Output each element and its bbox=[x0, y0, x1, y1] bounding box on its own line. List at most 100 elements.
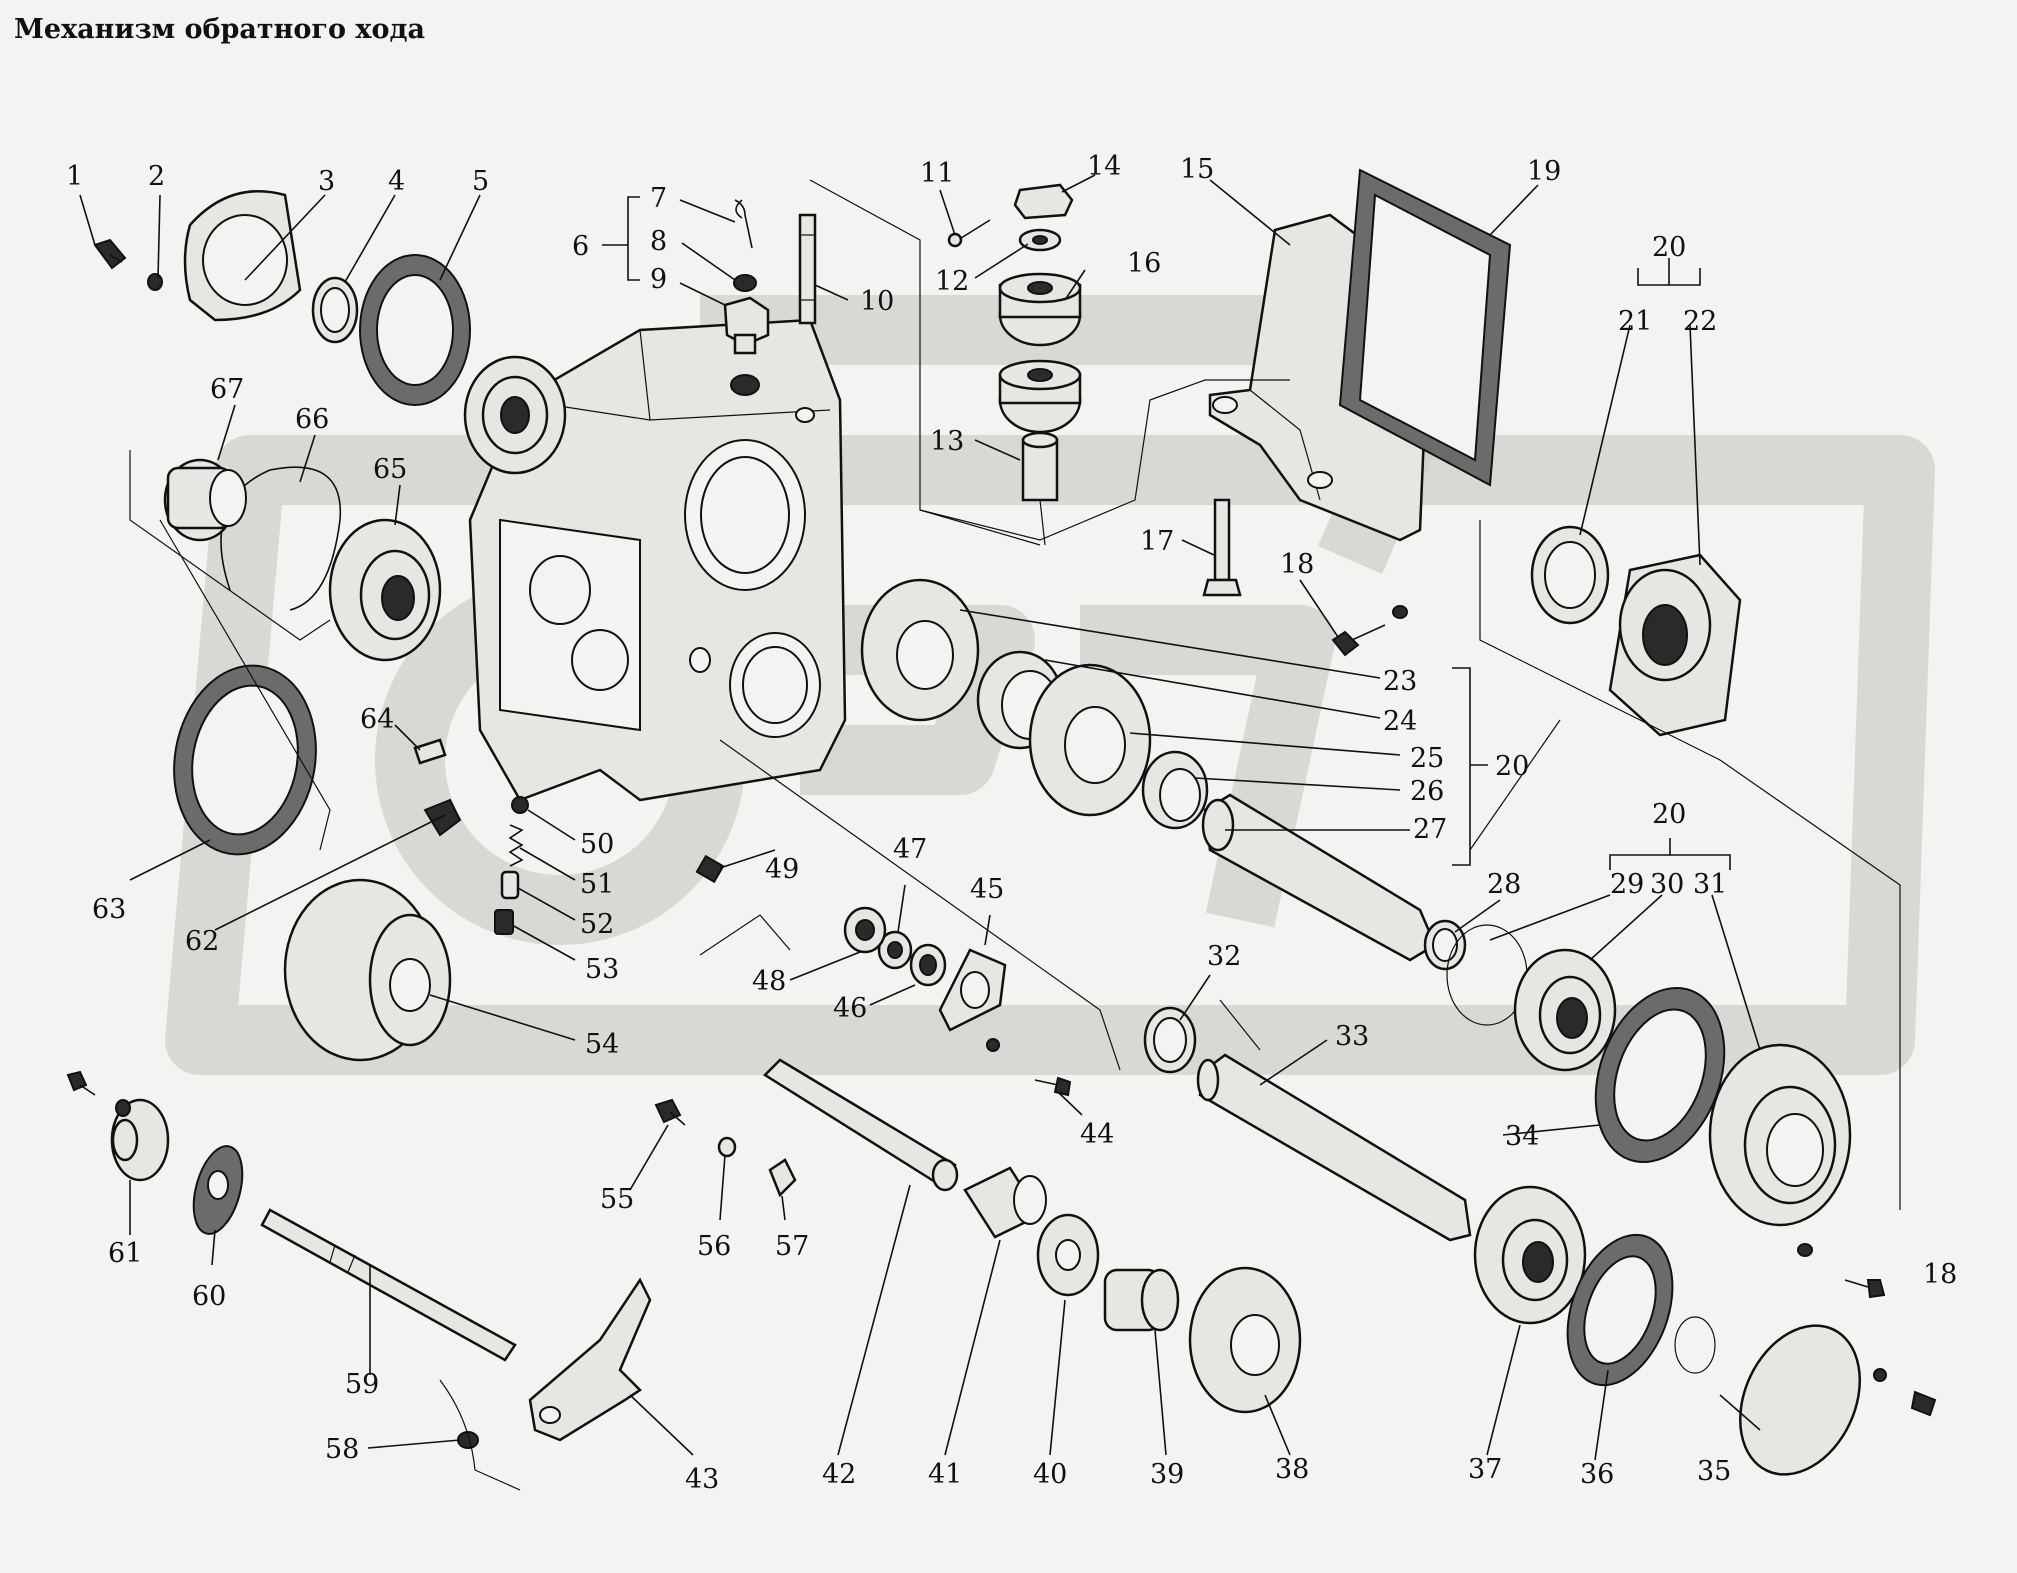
shift-fork-43-part bbox=[528, 1277, 652, 1442]
bolt-1-part bbox=[93, 238, 127, 270]
callout-61: 61 bbox=[108, 1238, 142, 1269]
callout-35: 35 bbox=[1697, 1456, 1731, 1487]
callout-31: 31 bbox=[1693, 869, 1727, 900]
rubber-mount-16-lower-part bbox=[998, 359, 1082, 434]
callout-4: 4 bbox=[388, 166, 405, 197]
callout-63: 63 bbox=[92, 894, 126, 925]
callout-57: 57 bbox=[775, 1231, 809, 1262]
seal-21-part bbox=[1530, 525, 1610, 625]
callout-56: 56 bbox=[697, 1231, 731, 1262]
sleeve-67-part bbox=[163, 458, 247, 542]
bearing-30-part bbox=[1513, 948, 1617, 1072]
callout-58: 58 bbox=[325, 1434, 359, 1465]
callout-33: 33 bbox=[1335, 1021, 1369, 1052]
callout-7: 7 bbox=[650, 183, 667, 214]
bushing-26-part bbox=[1141, 750, 1209, 830]
bushing-41-part bbox=[963, 1166, 1047, 1239]
gasket-19-part bbox=[1338, 168, 1512, 487]
callout-50: 50 bbox=[580, 829, 614, 860]
callout-8: 8 bbox=[650, 226, 667, 257]
callout-45: 45 bbox=[970, 874, 1004, 905]
snap-ring-35a-part bbox=[1674, 1316, 1716, 1374]
callout-10: 10 bbox=[860, 286, 894, 317]
callout-64: 64 bbox=[360, 704, 394, 735]
callout-22: 22 bbox=[1683, 306, 1717, 337]
washer-8-part bbox=[733, 274, 757, 292]
gasket-36-part bbox=[1566, 1233, 1674, 1387]
bearing-top-part bbox=[463, 355, 567, 475]
plug-9-part bbox=[723, 296, 770, 355]
leader-lines bbox=[79, 174, 1901, 1461]
callout-21: 21 bbox=[1618, 306, 1652, 337]
callout-37: 37 bbox=[1468, 1454, 1502, 1485]
callout-32: 32 bbox=[1207, 941, 1241, 972]
callout-15: 15 bbox=[1180, 154, 1214, 185]
plug-62-part bbox=[423, 798, 462, 837]
stud-10-part bbox=[798, 213, 817, 325]
callout-2: 2 bbox=[148, 161, 165, 192]
callout-19: 19 bbox=[1527, 156, 1561, 187]
callout-9: 9 bbox=[650, 264, 667, 295]
callout-40: 40 bbox=[1033, 1459, 1067, 1490]
callout-6: 6 bbox=[572, 231, 589, 262]
cover-3-part bbox=[183, 190, 302, 322]
snap-ring-32-part bbox=[1143, 1006, 1197, 1074]
callout-11: 11 bbox=[920, 158, 954, 189]
callout-17: 17 bbox=[1140, 526, 1174, 557]
callout-20-right: 20 bbox=[1652, 799, 1686, 830]
cover-63-part bbox=[173, 664, 317, 856]
callout-62: 62 bbox=[185, 926, 219, 957]
rubber-mount-16-upper-part bbox=[998, 272, 1082, 347]
seal-47-part bbox=[877, 930, 913, 970]
pin-52-part bbox=[500, 870, 520, 900]
needle-bearing-39-part bbox=[1103, 1268, 1180, 1332]
plug-53-part bbox=[494, 909, 514, 935]
gear-23-part bbox=[860, 578, 980, 722]
diagram-title: Механизм обратного хода bbox=[14, 14, 425, 45]
callout-1: 1 bbox=[66, 161, 83, 192]
spring-51-part bbox=[508, 824, 524, 867]
callout-67: 67 bbox=[210, 374, 244, 405]
set-screw-58-part bbox=[439, 1379, 521, 1491]
housing-part bbox=[468, 318, 847, 802]
callout-53: 53 bbox=[585, 954, 619, 985]
seal-46-part bbox=[909, 943, 947, 987]
callout-23: 23 bbox=[1383, 666, 1417, 697]
callout-47: 47 bbox=[893, 834, 927, 865]
callout-34: 34 bbox=[1505, 1121, 1539, 1152]
callout-25: 25 bbox=[1410, 743, 1444, 774]
plate-57-part bbox=[768, 1158, 797, 1198]
callout-14: 14 bbox=[1087, 151, 1121, 182]
callout-65: 65 bbox=[373, 454, 407, 485]
sleeve-13-part bbox=[1021, 431, 1059, 502]
callout-18-upper: 18 bbox=[1280, 549, 1314, 580]
callout-28: 28 bbox=[1487, 869, 1521, 900]
bolt-17-part bbox=[1202, 498, 1242, 597]
callout-16: 16 bbox=[1127, 248, 1161, 279]
callout-42: 42 bbox=[822, 1459, 856, 1490]
callout-49: 49 bbox=[765, 854, 799, 885]
callout-36: 36 bbox=[1580, 1459, 1614, 1490]
gear-25-part bbox=[1028, 663, 1152, 817]
cotter-pin-7-part bbox=[734, 199, 753, 249]
bolt-55-part bbox=[654, 1098, 686, 1126]
callout-20-mid: 20 bbox=[1495, 751, 1529, 782]
callout-59: 59 bbox=[345, 1369, 379, 1400]
callout-51: 51 bbox=[580, 869, 614, 900]
washer-56-part bbox=[717, 1136, 737, 1158]
bolt-44-part bbox=[986, 1038, 1072, 1097]
shift-rod-59-part bbox=[260, 1208, 517, 1362]
ring-28-part bbox=[1423, 919, 1467, 971]
callout-66: 66 bbox=[295, 404, 329, 435]
pin-64-part bbox=[413, 738, 447, 765]
callout-30: 30 bbox=[1650, 869, 1684, 900]
shaft-33-part bbox=[1196, 1053, 1472, 1242]
callout-12: 12 bbox=[935, 266, 969, 297]
gasket-60-part bbox=[192, 1145, 244, 1235]
washer-40-part bbox=[1036, 1213, 1100, 1297]
ball-50-part bbox=[511, 796, 529, 814]
callout-27: 27 bbox=[1413, 814, 1447, 845]
bearing-65-part bbox=[328, 518, 442, 662]
axle-42-part bbox=[763, 1058, 959, 1192]
snap-ring-4-part bbox=[311, 276, 359, 344]
